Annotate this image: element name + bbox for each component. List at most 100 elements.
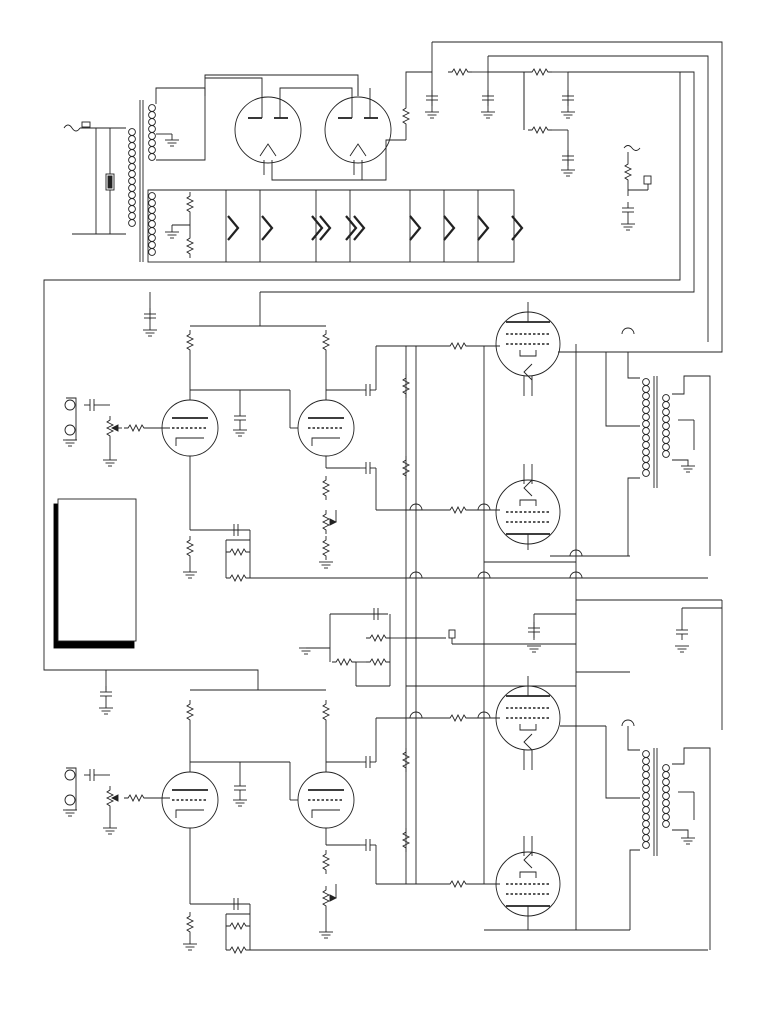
resistor-icon (331, 658, 357, 666)
resistor-icon (186, 699, 194, 725)
ground-icon (102, 827, 118, 835)
ground-icon (560, 169, 576, 177)
bias-supply (620, 145, 652, 231)
resistor-icon (225, 548, 251, 556)
preamp-tube-2a (161, 771, 219, 829)
capacitor-icon (359, 755, 377, 769)
resistor-icon (527, 68, 553, 76)
rectifier-tube-2 (324, 96, 392, 175)
ground-icon (318, 561, 334, 569)
ground-icon (182, 571, 198, 579)
capacitor-icon (621, 201, 635, 219)
resistor-icon (322, 329, 330, 355)
transformer-icon (653, 748, 658, 856)
capacitor-icon (359, 461, 377, 475)
ground-icon (164, 231, 180, 239)
capacitor-icon (83, 768, 101, 782)
resistor-icon (322, 475, 330, 501)
ground-icon (674, 645, 690, 653)
preamp-tube-1b (297, 399, 355, 457)
secondary-winding-heater (148, 192, 156, 256)
preamp-channel-1 (62, 325, 708, 582)
resistor-icon (225, 946, 251, 954)
capacitor-icon (675, 623, 689, 641)
output-tube-1a (495, 302, 561, 396)
capacitor-icon (359, 383, 377, 397)
resistor-icon (447, 68, 473, 76)
resistor-icon (322, 535, 330, 561)
potentiometer-icon (322, 884, 338, 911)
mains-input (63, 121, 126, 235)
capacitor-icon (83, 398, 101, 412)
ground-icon (142, 329, 158, 337)
output-tube-2b (495, 836, 561, 930)
power-amp-channel-2 (445, 600, 723, 950)
secondary-winding-high-voltage (148, 104, 156, 161)
resistor-icon (527, 126, 553, 134)
resistor-icon (365, 634, 391, 642)
resistor-icon (322, 699, 330, 725)
ground-icon (164, 139, 180, 147)
resistor-icon (186, 233, 194, 259)
transformer-icon (139, 100, 144, 262)
capacitor-icon (233, 779, 247, 797)
ground-icon (526, 645, 542, 653)
resistor-icon (186, 329, 194, 355)
resistor-icon (123, 424, 149, 432)
resistor-icon (445, 506, 471, 514)
vacuum-tube-icon (324, 96, 392, 164)
vacuum-tube-icon (234, 96, 302, 164)
ground-icon (102, 459, 118, 467)
preamp-channel-2 (62, 670, 708, 954)
resistor-icon (322, 849, 330, 875)
ground-icon (232, 429, 248, 437)
ground-icon (680, 465, 696, 473)
heater-rail (147, 189, 524, 263)
resistor-icon (624, 159, 632, 185)
ground-icon (62, 809, 78, 817)
potentiometer-icon (322, 509, 338, 535)
power-supply-section (43, 41, 723, 690)
output-tube-1b (495, 464, 561, 550)
preamp-tube-2b (297, 771, 355, 829)
resistor-icon (445, 880, 471, 888)
resistor-icon (186, 191, 194, 217)
ground-icon (318, 931, 334, 939)
center-bus (298, 327, 635, 884)
capacitor-icon (233, 409, 247, 427)
capacitor-icon (359, 838, 377, 852)
resistor-icon (123, 794, 149, 802)
preamp-tube-1a (161, 399, 219, 457)
resistor-icon (186, 911, 194, 937)
output-tube-2a (495, 676, 561, 770)
ground-icon (620, 223, 636, 231)
transformer-icon (653, 376, 658, 488)
ground-icon (232, 799, 248, 807)
input-jack-icon (62, 767, 78, 817)
input-jack-icon (62, 397, 78, 447)
ground-icon (480, 111, 496, 119)
power-transformer (128, 100, 180, 262)
resistor-icon (225, 574, 251, 582)
ground-icon (62, 439, 78, 447)
ground-icon (98, 707, 114, 715)
output-transformer-1 (605, 352, 711, 556)
fuse-icon (105, 173, 115, 191)
primary-winding (128, 128, 136, 227)
diode-icon (227, 215, 524, 241)
resistor-icon (365, 658, 391, 666)
ground-icon (298, 647, 314, 655)
ground-icon (424, 111, 440, 119)
resistor-icon (402, 103, 410, 129)
resistor-icon (186, 535, 194, 561)
rectifier-tube-1 (234, 96, 302, 175)
note-box (53, 498, 137, 649)
ground-icon (680, 837, 696, 845)
potentiometer-icon (106, 785, 119, 811)
power-amp-channel-1 (445, 302, 722, 686)
ground-icon (182, 943, 198, 951)
output-transformer-2 (605, 726, 711, 950)
resistor-icon (445, 714, 471, 722)
resistor-icon (445, 342, 471, 350)
